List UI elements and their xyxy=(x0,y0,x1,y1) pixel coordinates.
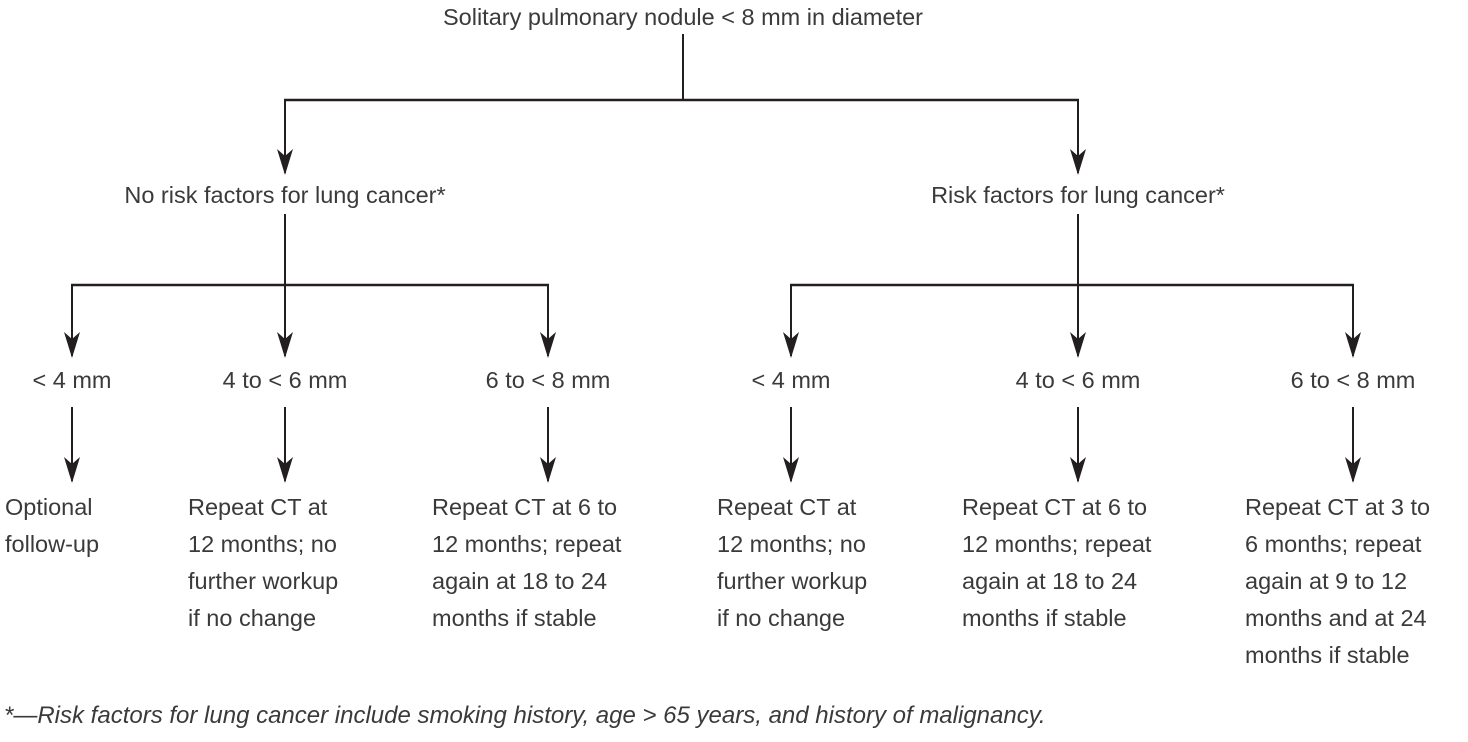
recommendation-risk-6to8: Repeat CT at 3 to 6 months; repeat again… xyxy=(1245,494,1431,668)
recommendation-risk-4to6: Repeat CT at 6 to 12 months; repeat agai… xyxy=(962,494,1152,631)
size-label-no-risk-lt4: < 4 mm xyxy=(32,367,112,393)
branch-label-risk: Risk factors for lung cancer* xyxy=(931,182,1225,208)
size-label-risk-4to6: 4 to < 6 mm xyxy=(1015,367,1141,393)
size-label-risk-6to8: 6 to < 8 mm xyxy=(1290,367,1416,393)
size-label-no-risk-4to6: 4 to < 6 mm xyxy=(222,367,348,393)
recommendation-no-risk-lt4: Optional follow-up xyxy=(5,494,100,557)
recommendation-no-risk-4to6: Repeat CT at 12 months; no further worku… xyxy=(188,494,339,631)
recommendation-no-risk-6to8: Repeat CT at 6 to 12 months; repeat agai… xyxy=(432,494,622,631)
size-label-no-risk-6to8: 6 to < 8 mm xyxy=(485,367,611,393)
risk-factors-footnote: *—Risk factors for lung cancer include s… xyxy=(4,702,1046,729)
recommendation-risk-lt4: Repeat CT at 12 months; no further worku… xyxy=(717,494,868,631)
root-node-label: Solitary pulmonary nodule < 8 mm in diam… xyxy=(442,4,924,30)
size-label-risk-lt4: < 4 mm xyxy=(751,367,831,393)
branch-label-no-risk: No risk factors for lung cancer* xyxy=(124,182,446,208)
